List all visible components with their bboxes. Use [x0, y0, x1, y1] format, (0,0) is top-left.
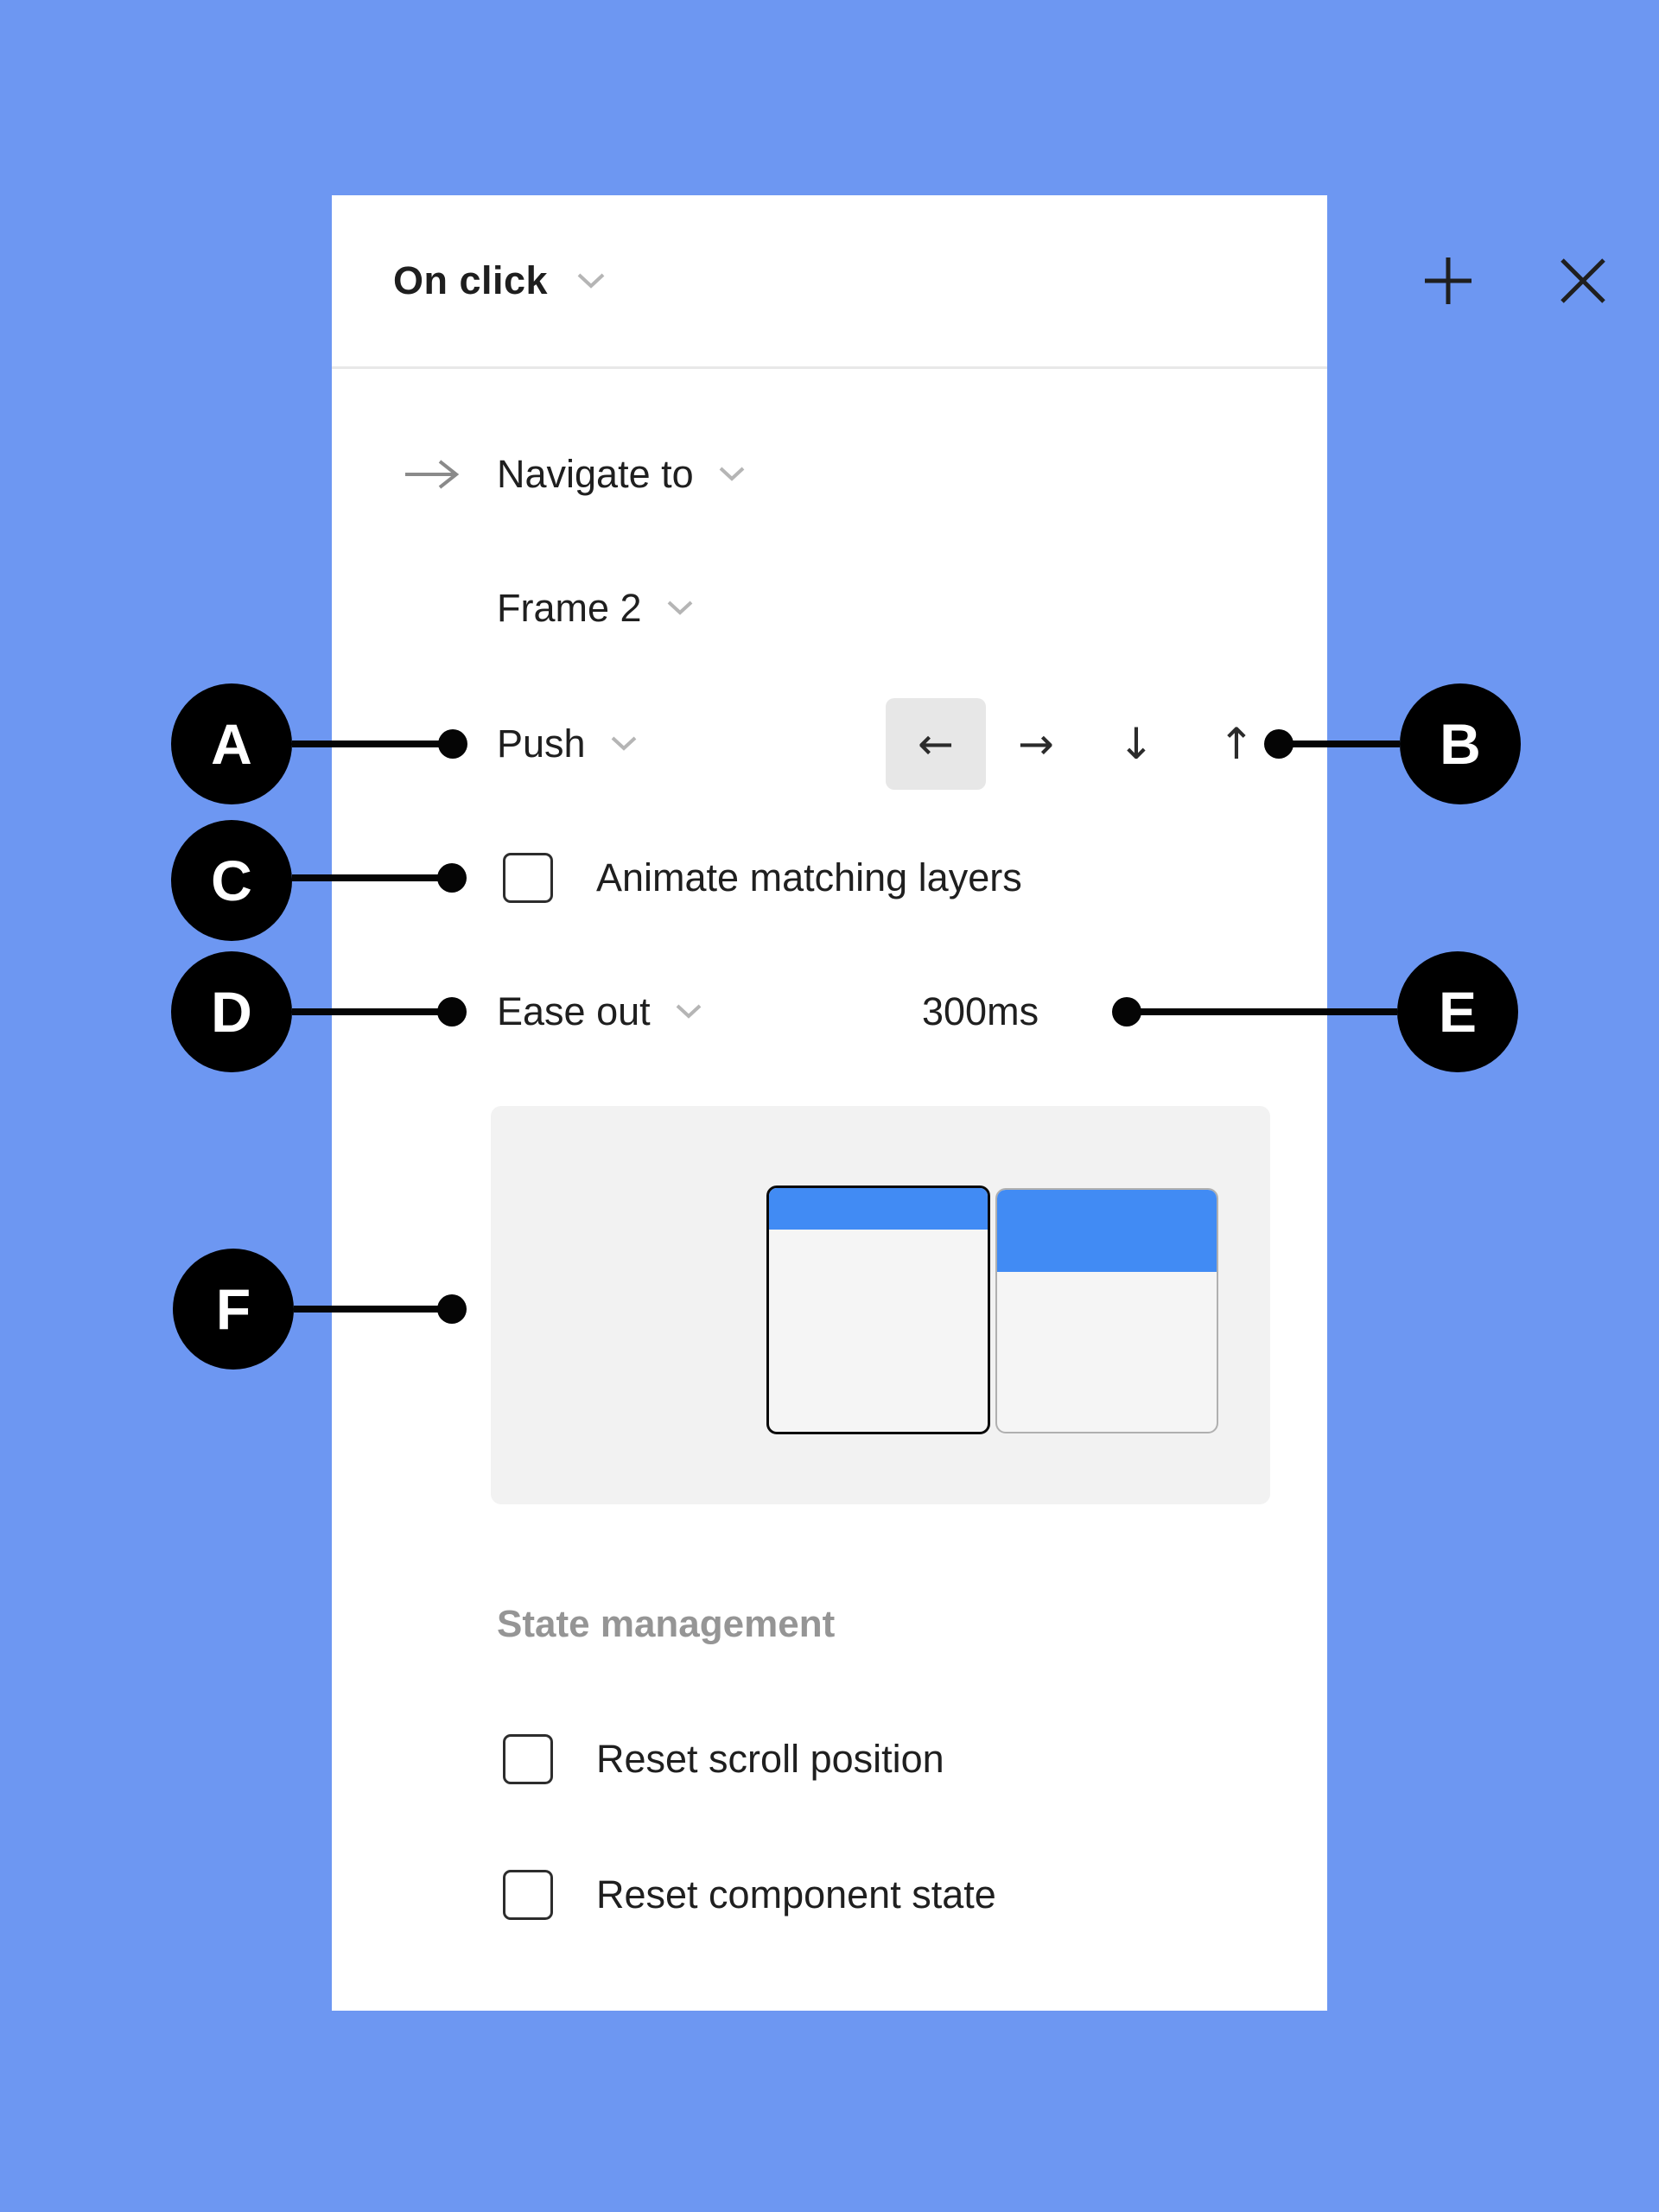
destination-dropdown[interactable]: Frame 2	[497, 582, 694, 634]
plus-icon	[1425, 257, 1471, 304]
annotation-dot-f	[437, 1294, 467, 1324]
animation-type-label: Push	[497, 721, 586, 766]
state-management-title: State management	[497, 1603, 836, 1645]
state-management-section: State management	[497, 1599, 835, 1650]
annotation-line-e	[1127, 1008, 1397, 1015]
close-panel-button[interactable]	[1540, 195, 1626, 366]
direction-button-group: ← → ↓ ↑	[886, 698, 1287, 790]
chevron-down-icon	[719, 467, 744, 481]
reset-scroll-position-label: Reset scroll position	[596, 1737, 944, 1781]
chevron-down-icon	[676, 1004, 701, 1019]
annotation-marker-b: B	[1400, 683, 1521, 804]
animation-type-dropdown[interactable]: Push	[497, 718, 638, 770]
annotation-marker-c: C	[171, 820, 292, 941]
reset-scroll-position-checkbox[interactable]	[503, 1734, 553, 1784]
annotation-line-d	[292, 1008, 452, 1015]
navigate-action-arrow-icon	[404, 457, 461, 492]
easing-dropdown[interactable]: Ease out	[497, 986, 702, 1038]
trigger-dropdown[interactable]: On click	[393, 195, 607, 366]
duration-field[interactable]: 300ms	[922, 986, 1095, 1038]
annotation-dot-e	[1112, 997, 1141, 1027]
preview-target-frame	[995, 1188, 1218, 1433]
annotation-dot-b	[1264, 729, 1294, 759]
annotation-line-b	[1279, 741, 1400, 747]
annotation-letter-d: D	[211, 980, 252, 1044]
direction-up-button[interactable]: ↑	[1186, 698, 1287, 790]
animation-preview	[491, 1106, 1270, 1504]
close-icon	[1560, 258, 1605, 303]
destination-label: Frame 2	[497, 586, 642, 630]
panel-header: On click	[332, 195, 1605, 369]
chevron-down-icon	[611, 736, 636, 751]
reset-scroll-position-row: Reset scroll position	[503, 1733, 944, 1785]
reset-component-state-label: Reset component state	[596, 1872, 996, 1916]
easing-label: Ease out	[497, 989, 651, 1033]
arrow-up-icon: ↑	[1218, 719, 1255, 769]
annotation-line-a	[292, 741, 453, 747]
arrow-left-icon: ←	[918, 719, 954, 769]
animate-matching-layers-checkbox[interactable]	[503, 853, 553, 903]
trigger-label: On click	[393, 258, 549, 302]
annotation-dot-a	[438, 729, 467, 759]
annotation-dot-c	[437, 863, 467, 893]
animate-matching-layers-label: Animate matching layers	[596, 855, 1022, 899]
chevron-down-icon	[667, 601, 692, 615]
chevron-down-icon	[577, 273, 605, 289]
annotation-marker-e: E	[1397, 951, 1518, 1072]
direction-down-button[interactable]: ↓	[1086, 698, 1186, 790]
preview-source-frame-header	[769, 1188, 988, 1230]
add-interaction-button[interactable]	[1405, 195, 1491, 366]
annotation-letter-a: A	[211, 712, 252, 776]
annotation-line-c	[292, 874, 452, 881]
annotation-letter-f: F	[215, 1277, 251, 1341]
action-dropdown[interactable]: Navigate to	[497, 448, 746, 500]
preview-target-frame-header	[997, 1190, 1217, 1272]
annotation-letter-c: C	[211, 849, 252, 912]
annotation-line-f	[294, 1306, 452, 1313]
arrow-down-icon: ↓	[1118, 719, 1154, 769]
annotation-marker-a: A	[171, 683, 292, 804]
annotation-letter-e: E	[1438, 980, 1478, 1044]
reset-component-state-checkbox[interactable]	[503, 1870, 553, 1920]
preview-source-frame	[766, 1185, 990, 1434]
action-label: Navigate to	[497, 452, 694, 496]
annotation-marker-d: D	[171, 951, 292, 1072]
direction-left-button[interactable]: ←	[886, 698, 986, 790]
annotation-dot-d	[437, 997, 467, 1027]
annotation-letter-b: B	[1440, 712, 1481, 776]
reset-component-state-row: Reset component state	[503, 1869, 996, 1921]
interaction-panel: On click	[332, 195, 1605, 2011]
annotation-marker-f: F	[173, 1249, 294, 1370]
direction-right-button[interactable]: →	[986, 698, 1086, 790]
arrow-right-icon: →	[1018, 719, 1054, 769]
animate-matching-layers-row: Animate matching layers	[503, 852, 1022, 904]
duration-value: 300ms	[922, 989, 1039, 1033]
